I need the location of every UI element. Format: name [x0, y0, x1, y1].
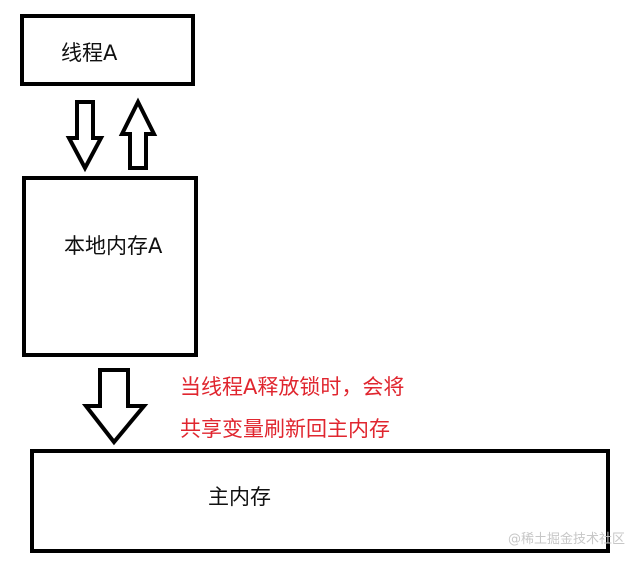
annotation-line-2: 共享变量刷新回主内存	[180, 417, 390, 441]
down-arrow-thread-to-local	[65, 100, 105, 173]
up-arrow-local-to-thread	[118, 97, 158, 170]
annotation-line-1: 当线程A释放锁时，会将	[180, 375, 405, 399]
local-memory-a-box	[22, 176, 198, 357]
main-memory-label: 主内存	[208, 485, 271, 509]
down-arrow-local-to-main	[81, 368, 149, 446]
watermark-text: @稀土掘金技术社区	[508, 532, 626, 547]
thread-a-box	[20, 14, 195, 86]
main-memory-box	[30, 449, 610, 553]
local-memory-a-label: 本地内存A	[64, 234, 163, 258]
thread-a-label: 线程A	[61, 41, 118, 65]
